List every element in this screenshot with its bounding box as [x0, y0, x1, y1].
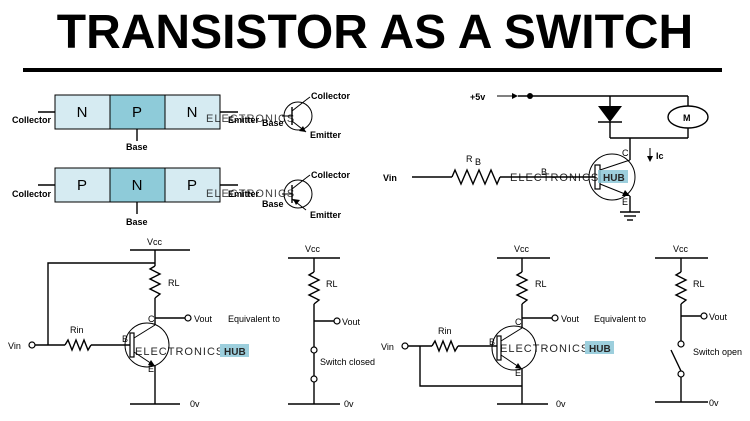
- title-underline: [23, 68, 722, 72]
- npn-symbol-collector: Collector: [311, 91, 351, 101]
- eq-off-vout-label: Vout: [709, 312, 728, 322]
- eq-on-vcc-label: Vcc: [305, 244, 321, 254]
- on-vcc-label: Vcc: [147, 237, 163, 247]
- eq-off-gnd-label: 0v: [709, 398, 719, 408]
- off-vcc-label: Vcc: [514, 244, 530, 254]
- off-rin-label: Rin: [438, 326, 452, 336]
- motor-b-label: B: [541, 167, 547, 177]
- npn-segment-3: [164, 94, 221, 130]
- pnp-symbol-collector: Collector: [311, 170, 351, 180]
- off-e-label: E: [515, 368, 521, 378]
- watermark-1-text: ELECTRONICS: [206, 113, 295, 125]
- watermark-4: ELECTRONICS HUB: [135, 344, 249, 358]
- off-rl-label: RL: [535, 279, 547, 289]
- switch-on-circuit: Vcc RL Vout Equivalent to C E B 0v Vin R…: [8, 237, 280, 409]
- on-b-label: B: [122, 334, 128, 344]
- off-b-label: B: [489, 337, 495, 347]
- pnp-symbol-base: Base: [262, 199, 284, 209]
- watermark-5-hub: HUB: [589, 344, 611, 355]
- on-c-label: C: [148, 314, 155, 324]
- motor-vin-label: Vin: [383, 173, 397, 183]
- on-rl-label: RL: [168, 278, 180, 288]
- on-gnd-label: 0v: [190, 399, 200, 409]
- npn-segment-2-label: P: [132, 104, 142, 121]
- npn-segment-3-label: N: [187, 104, 198, 121]
- eq-on-rl-label: RL: [326, 279, 338, 289]
- eq-off-vcc-label: Vcc: [673, 244, 689, 254]
- watermark-3: ELECTRONICS HUB: [510, 170, 628, 184]
- off-gnd-label: 0v: [556, 399, 566, 409]
- motor-c-label: C: [622, 148, 629, 158]
- off-vin-label: Vin: [381, 342, 394, 352]
- pnp-segment-3-label: P: [187, 177, 197, 194]
- motor-rb-label: R: [466, 154, 473, 164]
- npn-base-label: Base: [126, 142, 148, 152]
- pnp-symbol: Collector Base Emitter: [262, 170, 351, 220]
- npn-block: N P N Collector Emitter Base: [12, 94, 260, 152]
- npn-collector-label: Collector: [12, 115, 52, 125]
- npn-symbol-emitter: Emitter: [310, 130, 342, 140]
- on-e-label: E: [148, 364, 154, 374]
- npn-emitter-label: Emitter: [228, 115, 260, 125]
- pnp-segment-1: [54, 167, 111, 203]
- watermark-3-text: ELECTRONICS: [510, 172, 599, 184]
- motor-circuit: +5v M C Ic E Vin: [383, 92, 709, 221]
- pnp-segment-1-label: P: [77, 177, 87, 194]
- on-vout-label: Vout: [194, 314, 213, 324]
- pnp-emitter-label: Emitter: [228, 189, 260, 199]
- eq-on-vout-label: Vout: [342, 317, 361, 327]
- switch-closed-equivalent: Vcc RL Vout Switch closed 0v: [288, 244, 375, 409]
- pnp-segment-3: [164, 167, 221, 203]
- watermark-5: ELECTRONICS HUB: [500, 341, 614, 355]
- motor-supply-label: +5v: [470, 92, 485, 102]
- page-title: TRANSISTOR AS A SWITCH: [56, 6, 694, 59]
- on-equiv-label: Equivalent to: [228, 314, 280, 324]
- eq-on-gnd-label: 0v: [344, 399, 354, 409]
- pnp-block: P N P Collector Emitter Base: [12, 167, 260, 227]
- watermark-2-text: ELECTRONICS: [206, 188, 295, 200]
- on-rin-label: Rin: [70, 325, 84, 335]
- switch-off-circuit: Vcc RL Vout Equivalent to C E B 0v Vin R…: [381, 244, 646, 409]
- motor-rb-sub: B: [475, 157, 481, 167]
- motor-ic-label: Ic: [656, 151, 664, 161]
- eq-on-switch-label: Switch closed: [320, 357, 375, 367]
- pnp-symbol-emitter: Emitter: [310, 210, 342, 220]
- pnp-collector-label: Collector: [12, 189, 52, 199]
- eq-off-rl-label: RL: [693, 279, 705, 289]
- off-vout-label: Vout: [561, 314, 580, 324]
- off-c-label: C: [515, 317, 522, 327]
- npn-symbol-base: Base: [262, 118, 284, 128]
- npn-segment-1-label: N: [77, 104, 88, 121]
- watermark-4-text: ELECTRONICS: [135, 346, 224, 358]
- pnp-segment-2-label: N: [132, 177, 143, 194]
- watermark-5-text: ELECTRONICS: [500, 343, 589, 355]
- watermark-1: ELECTRONICS: [206, 113, 295, 125]
- pnp-segment-2: [109, 167, 166, 203]
- off-equiv-label: Equivalent to: [594, 314, 646, 324]
- pnp-base-label: Base: [126, 217, 148, 227]
- switch-open-equivalent: Vcc RL Vout Switch open 0v: [655, 244, 742, 408]
- watermark-3-hub: HUB: [603, 173, 625, 184]
- eq-off-switch-label: Switch open: [693, 347, 742, 357]
- npn-symbol: Collector Base Emitter: [262, 91, 351, 140]
- npn-segment-1: [54, 94, 111, 130]
- motor-e-label: E: [622, 197, 628, 207]
- motor-label: M: [683, 113, 691, 123]
- on-vin-label: Vin: [8, 341, 21, 351]
- watermark-4-hub: HUB: [224, 347, 246, 358]
- watermark-2: ELECTRONICS: [206, 188, 295, 200]
